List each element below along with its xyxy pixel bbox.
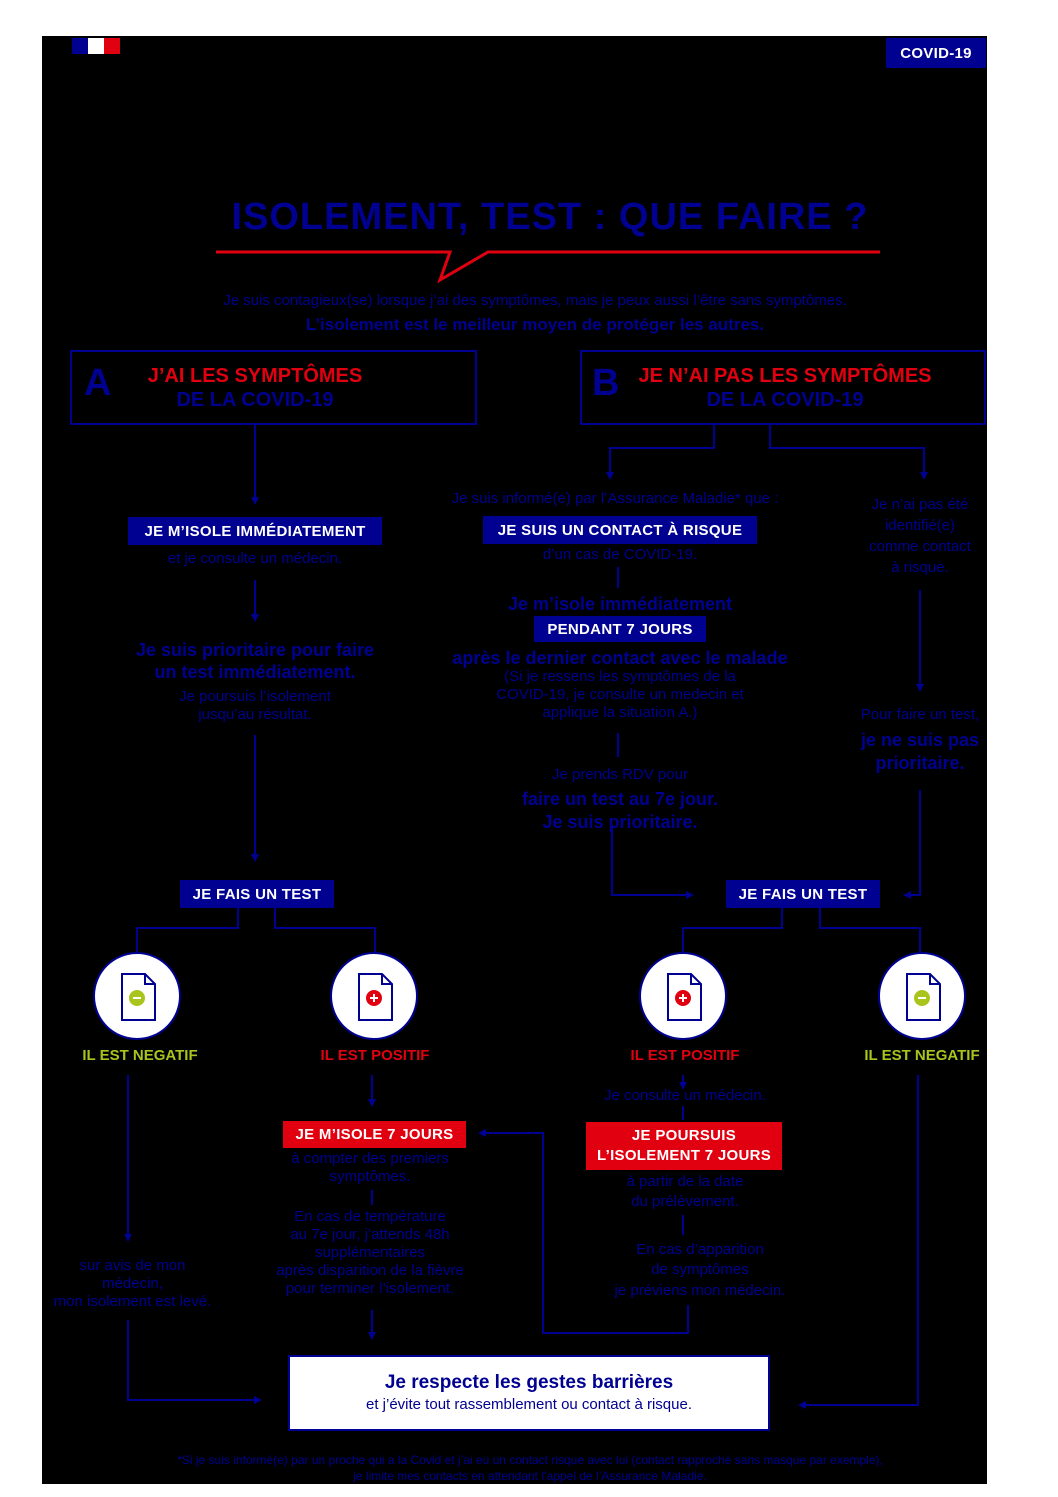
case-b-test-info-emphasis: je ne suis pas prioritaire. [830,729,1010,776]
case-b-test-info-line3: prioritaire. [875,753,965,774]
intro-text: Je suis contagieux(se) lorsque j’ai des … [223,292,847,309]
case-b-test-info: Pour faire un test, [860,706,980,723]
case-a-negative-text-line3: mon isolement est levé. [53,1293,212,1310]
case-a-title-line2: DE LA COVID-19 [176,389,334,411]
case-a-negative-text: sur avis de mon médecin, mon isolement e… [30,1257,235,1311]
case-b-contact-case: d’un cas de COVID-19. [542,546,698,563]
case-b-seven-days-tag: PENDANT 7 JOURS [534,616,706,642]
case-b-not-identified-line1: Je n’ai pas été [871,496,969,513]
case-b-rdv: Je prends RDV pour [470,766,770,784]
case-b-note: (Si je ressens les symptômes de la COVID… [450,668,790,722]
case-a-letter: A [84,362,112,404]
case-b-negative-label: IL EST NEGATIF [864,1047,980,1064]
case-b-note-line3: applique la situation A.) [542,704,698,721]
footnote: *Si je suis informé(e) par un proche qui… [80,1453,980,1484]
case-a-fever-line3: supplémentaires [314,1244,426,1261]
case-a-title-line1: J’AI LES SYMPTÔMES [147,365,363,387]
case-b-note-line2: COVID-19, je consulte un medecin et [496,686,744,703]
case-a-continue-line2: jusqu’au résultat. [198,706,312,723]
case-b-from-date: à partir de la date du prélèvement. [585,1172,785,1213]
case-a-test-tag: JE FAIS UN TEST [180,880,334,908]
case-b-continue-tag: JE POURSUIS L’ISOLEMENT 7 JOURS [586,1122,782,1170]
case-b-symptoms-line3: je préviens mon médecin. [614,1281,786,1299]
case-b-rdv-line1: Je prends RDV pour [552,766,688,783]
case-b-letter: B [592,362,620,404]
case-a-fever-line5: pour terminer l’isolement. [285,1280,455,1297]
case-b-symptoms-line1: En cas d’apparition [636,1241,764,1258]
case-a-negative-circle [93,952,181,1040]
case-b-positive-label: IL EST POSITIF [630,1047,740,1064]
final-subtitle: et j’évite tout rassemblement ou contact… [365,1396,692,1413]
positive-document-icon [667,973,702,1021]
case-a-fever-line1: En cas de température [294,1208,446,1225]
case-b-informed: Je suis informé(e) par l’Assurance Malad… [451,490,779,507]
case-b-note-line1: (Si je ressens les symptômes de la [504,668,736,685]
case-b-test-tag: JE FAIS UN TEST [726,880,880,908]
case-b-not-identified: Je n’ai pas été identifié(e) comme conta… [840,494,1000,578]
case-b-negative-circle [878,952,966,1040]
case-b-from-date-line2: du prélèvement. [631,1193,739,1211]
case-a-consult: et je consulte un médecin. [167,550,343,567]
final-barrier-box [288,1355,770,1431]
intro-emphasis: L’isolement est le meilleur moyen de pro… [305,315,765,334]
case-a-priority-line2: un test immédiatement. [154,661,356,682]
case-a-fever-line2: au 7e jour, j’attends 48h [290,1226,450,1243]
title-underline [216,250,880,284]
case-a-isolate7-text: à compter des premiers symptômes. [245,1150,495,1186]
case-b-rdv-line3: Je suis prioritaire. [542,812,698,833]
negative-document-icon [121,973,156,1021]
case-b-consult: Je consulte un médecin. [604,1087,766,1104]
case-a-fever-text: En cas de température au 7e jour, j’atte… [245,1208,495,1298]
case-b-contact-tag: JE SUIS UN CONTACT À RISQUE [483,516,757,544]
case-b-continue-tag-line2: L’ISOLEMENT 7 JOURS [596,1147,772,1164]
case-a-continue-line1: Je poursuis l’isolement [179,688,331,705]
case-b-from-date-line1: à partir de la date [626,1173,744,1190]
case-b-not-identified-line3: comme contact [869,538,971,555]
case-a-priority: Je suis prioritaire pour faire un test i… [95,640,415,683]
footnote-line2: je limite mes contacts en attendant l’ap… [353,1468,707,1483]
case-b-title: JE N’AI PAS LES SYMPTÔMES DE LA COVID-19 [620,364,950,412]
negative-document-icon [906,973,941,1021]
case-a-negative-label: IL EST NEGATIF [82,1047,198,1064]
case-b-title-line1: JE N’AI PAS LES SYMPTÔMES [638,365,932,387]
case-a-title: J’AI LES SYMPTÔMES DE LA COVID-19 [110,364,400,412]
case-a-header [70,350,477,425]
case-a-isolate-tag: JE M’ISOLE IMMÉDIATEMENT [128,517,382,545]
case-b-rdv-line2: faire un test au 7e jour. [521,789,719,809]
positive-document-icon [358,973,393,1021]
case-a-negative-text-line1: sur avis de mon [79,1257,186,1274]
case-a-isolate7-line2: symptômes. [329,1168,411,1185]
case-b-isolate-now: Je m’isole immédiatement [507,594,733,614]
page-title: ISOLEMENT, TEST : QUE FAIRE ? [231,196,869,238]
case-b-not-identified-line4: à risque. [891,559,949,576]
case-b-not-identified-line2: identifié(e) [884,517,956,534]
case-a-priority-line1: Je suis prioritaire pour faire [135,640,375,660]
case-a-isolate7-tag: JE M’ISOLE 7 JOURS [283,1121,466,1148]
case-b-title-line2: DE LA COVID-19 [706,389,864,411]
case-b-header [580,350,986,425]
case-b-symptoms-line2: de symptômes [651,1261,749,1279]
covid-badge: COVID-19 [886,38,986,68]
case-a-continue: Je poursuis l’isolement jusqu’au résulta… [105,688,405,724]
republique-logo [72,38,120,54]
case-b-test-info-line2: je ne suis pas [860,730,980,750]
final-title: Je respecte les gestes barrières [384,1372,674,1393]
case-a-positive-label: IL EST POSITIF [320,1047,430,1064]
case-b-continue-tag-line1: JE POURSUIS [631,1126,737,1144]
case-a-negative-text-line2: médecin, [102,1275,163,1292]
footnote-line1: *Si je suis informé(e) par un proche qui… [177,1453,883,1467]
case-b-after-contact: après le dernier contact avec le malade [452,648,788,668]
case-b-positive-circle [639,952,727,1040]
poster-background [42,36,987,1484]
case-a-isolate7-line1: à compter des premiers [291,1150,449,1167]
case-a-fever-line4: après disparition de la fièvre [276,1262,464,1279]
case-b-rdv-emphasis: faire un test au 7e jour. Je suis priori… [460,788,780,835]
case-a-positive-circle [330,952,418,1040]
case-b-symptoms: En cas d’apparition de symptômes je prév… [570,1240,830,1301]
